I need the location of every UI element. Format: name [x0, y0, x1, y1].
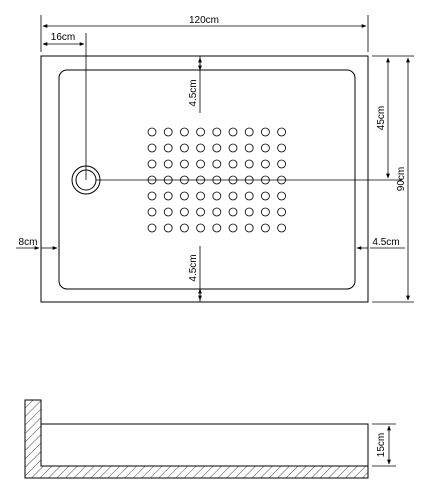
- anti-slip-dot: [244, 127, 254, 137]
- anti-slip-dot: [244, 191, 254, 201]
- anti-slip-dot: [260, 159, 270, 169]
- anti-slip-dot: [260, 143, 270, 153]
- anti-slip-dot: [228, 207, 238, 217]
- label-bottom-margin: 4.5cm: [188, 254, 199, 281]
- anti-slip-dot: [212, 127, 222, 137]
- tray-outline: [40, 55, 369, 303]
- anti-slip-dot: [179, 143, 189, 153]
- dimension-bottom-margin: 4.5cm: [188, 246, 202, 302]
- label-tray-height: 15cm: [376, 433, 387, 457]
- anti-slip-dot: [260, 127, 270, 137]
- side-section-view: [24, 399, 369, 479]
- anti-slip-dot: [163, 143, 173, 153]
- dimension-drain-offset: 16cm: [42, 32, 87, 180]
- anti-slip-dot: [163, 159, 173, 169]
- anti-slip-dot: [147, 223, 157, 233]
- anti-slip-dot: [244, 143, 254, 153]
- anti-slip-dot: [260, 191, 270, 201]
- section-basin-cover: [42, 425, 367, 465]
- anti-slip-dot: [212, 207, 222, 217]
- anti-slip-dot: [147, 159, 157, 169]
- anti-slip-dot: [212, 223, 222, 233]
- anti-slip-dot: [196, 143, 206, 153]
- anti-slip-dot: [212, 191, 222, 201]
- anti-slip-dot: [179, 207, 189, 217]
- anti-slip-dot: [147, 207, 157, 217]
- anti-slip-dot: [179, 191, 189, 201]
- anti-slip-dot: [244, 207, 254, 217]
- anti-slip-dot: [277, 223, 287, 233]
- dimension-top-margin: 4.5cm: [188, 56, 202, 113]
- anti-slip-dot: [196, 127, 206, 137]
- anti-slip-dot: [277, 143, 287, 153]
- anti-slip-dot: [196, 159, 206, 169]
- anti-slip-dot: [179, 159, 189, 169]
- anti-slip-dot: [196, 191, 206, 201]
- anti-slip-dot: [196, 223, 206, 233]
- anti-slip-dot-grid: [147, 127, 287, 233]
- dimension-total-width: 120cm: [40, 15, 369, 52]
- anti-slip-dot: [260, 207, 270, 217]
- top-view: [40, 55, 369, 303]
- anti-slip-dot: [163, 127, 173, 137]
- anti-slip-dot: [228, 143, 238, 153]
- label-half-height: 45cm: [376, 106, 387, 130]
- anti-slip-dot: [228, 191, 238, 201]
- dimension-left-rim: 8cm: [16, 237, 58, 250]
- label-total-width: 120cm: [189, 15, 219, 26]
- anti-slip-dot: [163, 191, 173, 201]
- dimension-half-height: 45cm: [372, 55, 396, 179]
- label-drain-offset: 16cm: [51, 32, 75, 43]
- anti-slip-dot: [228, 223, 238, 233]
- anti-slip-dot: [277, 207, 287, 217]
- label-total-height: 90cm: [396, 167, 407, 191]
- anti-slip-dot: [277, 191, 287, 201]
- anti-slip-dot: [179, 223, 189, 233]
- anti-slip-dot: [244, 223, 254, 233]
- anti-slip-dot: [147, 127, 157, 137]
- anti-slip-dot: [163, 207, 173, 217]
- dimension-tray-height: 15cm: [372, 423, 396, 467]
- anti-slip-dot: [147, 143, 157, 153]
- label-left-rim: 8cm: [19, 237, 38, 248]
- anti-slip-dot: [196, 207, 206, 217]
- dimension-right-rim: 4.5cm: [356, 237, 405, 250]
- anti-slip-dot: [179, 127, 189, 137]
- label-right-rim: 4.5cm: [372, 237, 399, 248]
- anti-slip-dot: [228, 127, 238, 137]
- tray-basin: [58, 69, 356, 290]
- anti-slip-dot: [277, 159, 287, 169]
- anti-slip-dot: [244, 159, 254, 169]
- label-top-margin: 4.5cm: [188, 79, 199, 106]
- anti-slip-dot: [277, 127, 287, 137]
- anti-slip-dot: [212, 143, 222, 153]
- anti-slip-dot: [260, 223, 270, 233]
- anti-slip-dot: [147, 191, 157, 201]
- anti-slip-dot: [228, 159, 238, 169]
- anti-slip-dot: [163, 223, 173, 233]
- anti-slip-dot: [212, 159, 222, 169]
- dimension-total-height: 90cm: [372, 55, 414, 303]
